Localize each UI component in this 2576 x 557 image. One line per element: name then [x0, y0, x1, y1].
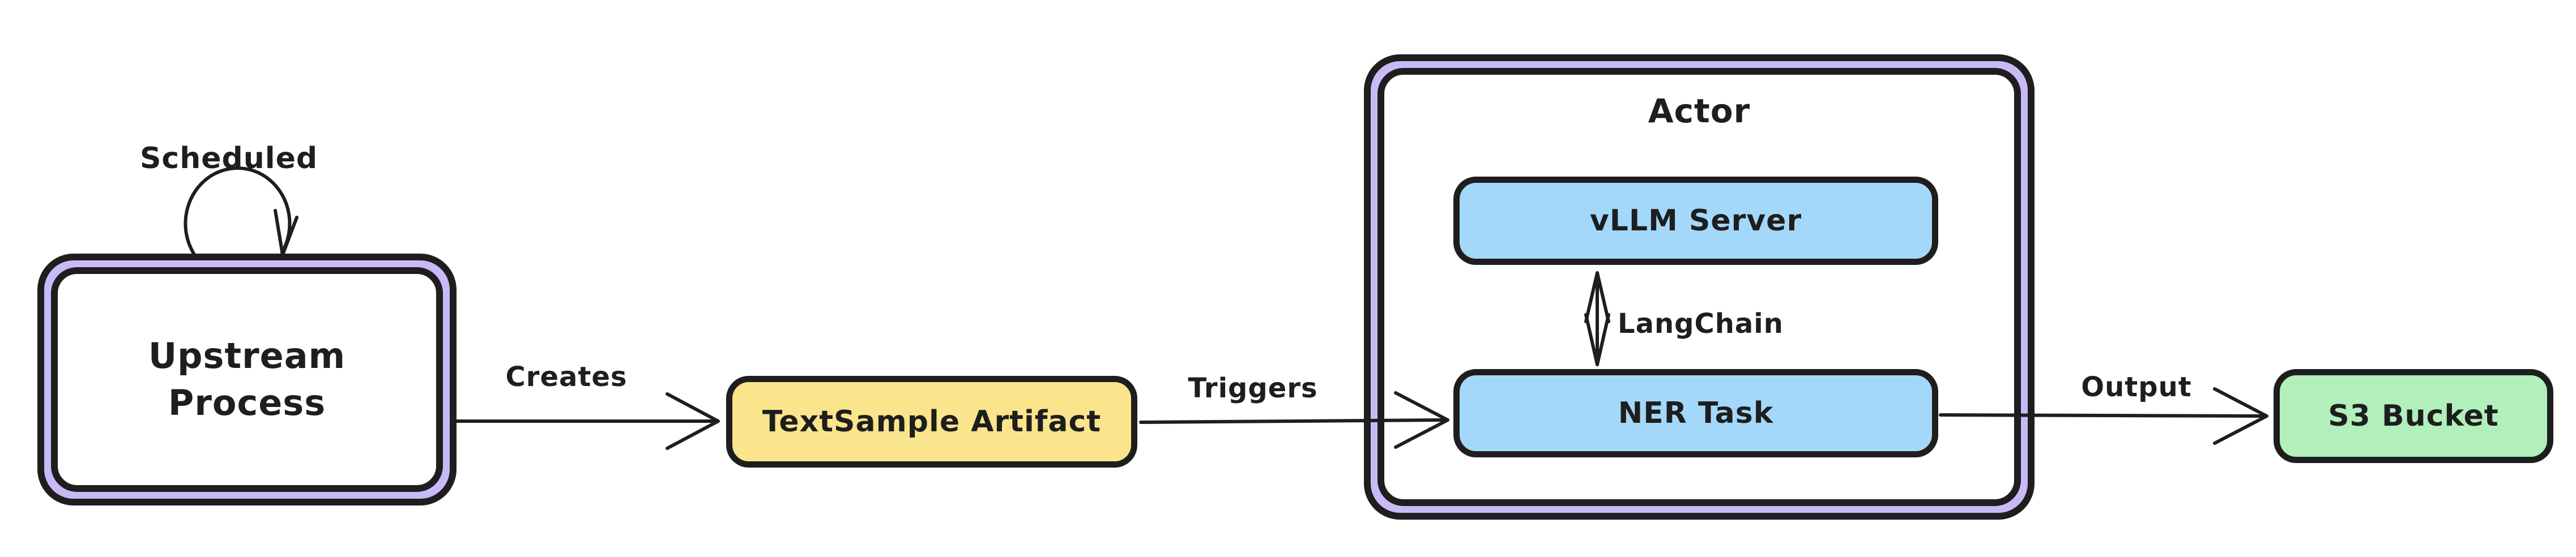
node-textsample-artifact: TextSample Artifact [726, 376, 1137, 468]
upstream-line-2: Process [168, 382, 326, 423]
container-actor-title: Actor [1648, 92, 1751, 130]
scheduled-loop-arrowhead [274, 209, 298, 256]
node-vllm-server: vLLM Server [1453, 177, 1938, 265]
edge-label-output: Output [2081, 371, 2192, 403]
node-upstream-process-label: Upstream Process [44, 260, 450, 499]
edge-label-langchain: LangChain [1618, 308, 1784, 340]
node-ner-task-label: NER Task [1618, 396, 1774, 430]
node-upstream-process: Upstream Process [37, 254, 457, 505]
node-vllm-server-label: vLLM Server [1589, 204, 1802, 238]
node-s3-bucket: S3 Bucket [2274, 369, 2553, 463]
edge-label-triggers: Triggers [1188, 372, 1318, 404]
node-s3-bucket-label: S3 Bucket [2328, 399, 2499, 433]
output-arrowhead [2213, 387, 2268, 445]
edge-label-scheduled: Scheduled [139, 142, 318, 175]
node-upstream-process-fill [51, 267, 443, 492]
edge-label-creates: Creates [505, 361, 628, 393]
creates-arrowhead [666, 392, 720, 450]
upstream-line-1: Upstream [148, 335, 346, 377]
node-ner-task: NER Task [1453, 369, 1938, 457]
scheduled-loop-arrow [184, 166, 292, 259]
node-textsample-artifact-label: TextSample Artifact [762, 405, 1102, 439]
